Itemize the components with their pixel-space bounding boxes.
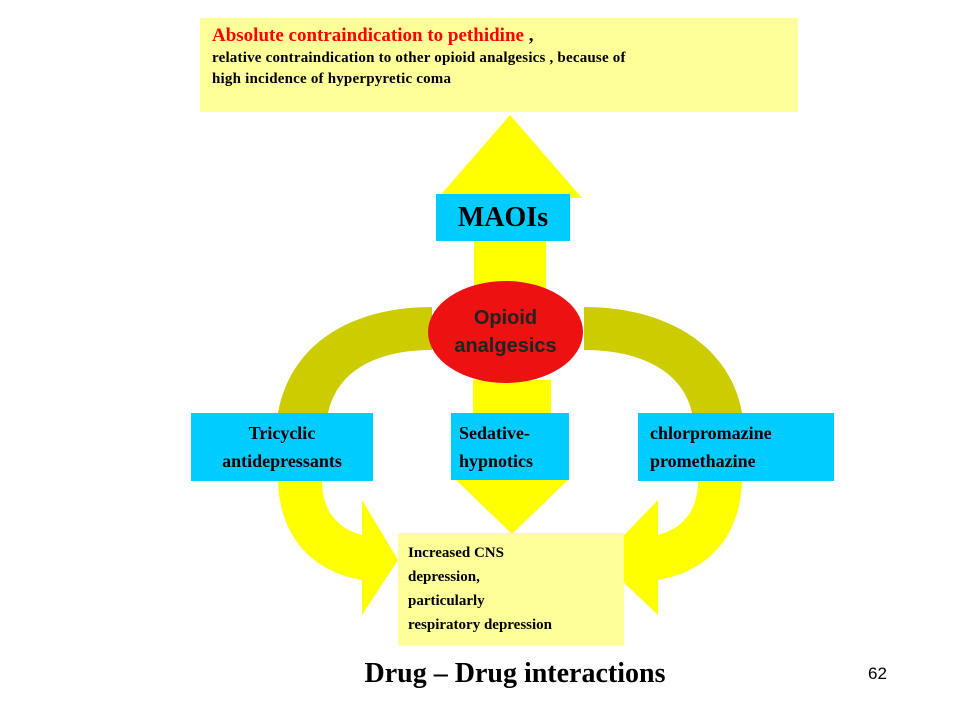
top-box-line-2: high incidence of hyperpyretic coma	[212, 71, 452, 87]
slide-title: Drug – Drug interactions	[364, 658, 666, 689]
cns-line-1: Increased CNS	[408, 545, 504, 561]
cns-depression-box: Increased CNS depression, particularly r…	[398, 533, 624, 645]
opioid-analgesics-ellipse: Opioid analgesics	[428, 281, 583, 383]
tricyclic-antidepressants-box: Tricyclic antidepressants	[191, 413, 373, 481]
left-curve-arrow-lower	[278, 481, 398, 615]
sedative-line-2: hypnotics	[459, 451, 534, 471]
top-box-line-1: relative contraindication to other opioi…	[212, 50, 626, 66]
chlor-line-1: chlorpromazine	[650, 423, 772, 443]
cns-line-3: particularly	[408, 593, 485, 609]
sedative-hypnotics-box: Sedative- hypnotics	[451, 413, 569, 480]
right-curve-arrow-upper	[584, 307, 742, 413]
tricyclic-line-2: antidepressants	[222, 451, 342, 471]
maois-box: MAOIs	[436, 194, 570, 241]
opioid-line-1: Opioid	[473, 307, 538, 329]
right-curve-arrow-lower	[600, 481, 742, 615]
page-number: 62	[868, 664, 887, 683]
top-contraindication-box: Absolute contraindication to pethidine ,…	[200, 18, 798, 112]
cns-line-4: respiratory depression	[408, 617, 553, 633]
sedative-line-1: Sedative-	[459, 423, 530, 443]
top-box-body: relative contraindication to other opioi…	[212, 48, 786, 90]
top-box-title-comma: ,	[523, 25, 534, 46]
top-box-title: Absolute contraindication to pethidine ,	[212, 24, 786, 48]
tricyclic-line-1: Tricyclic	[248, 423, 316, 443]
cns-line-2: depression,	[408, 569, 480, 585]
chlor-line-2: promethazine	[650, 451, 756, 471]
top-box-title-red: Absolute contraindication to pethidine	[212, 25, 524, 46]
chlorpromazine-promethazine-box: chlorpromazine promethazine	[638, 413, 834, 481]
opioid-line-2: analgesics	[454, 335, 557, 357]
left-curve-arrow-upper	[278, 307, 432, 413]
